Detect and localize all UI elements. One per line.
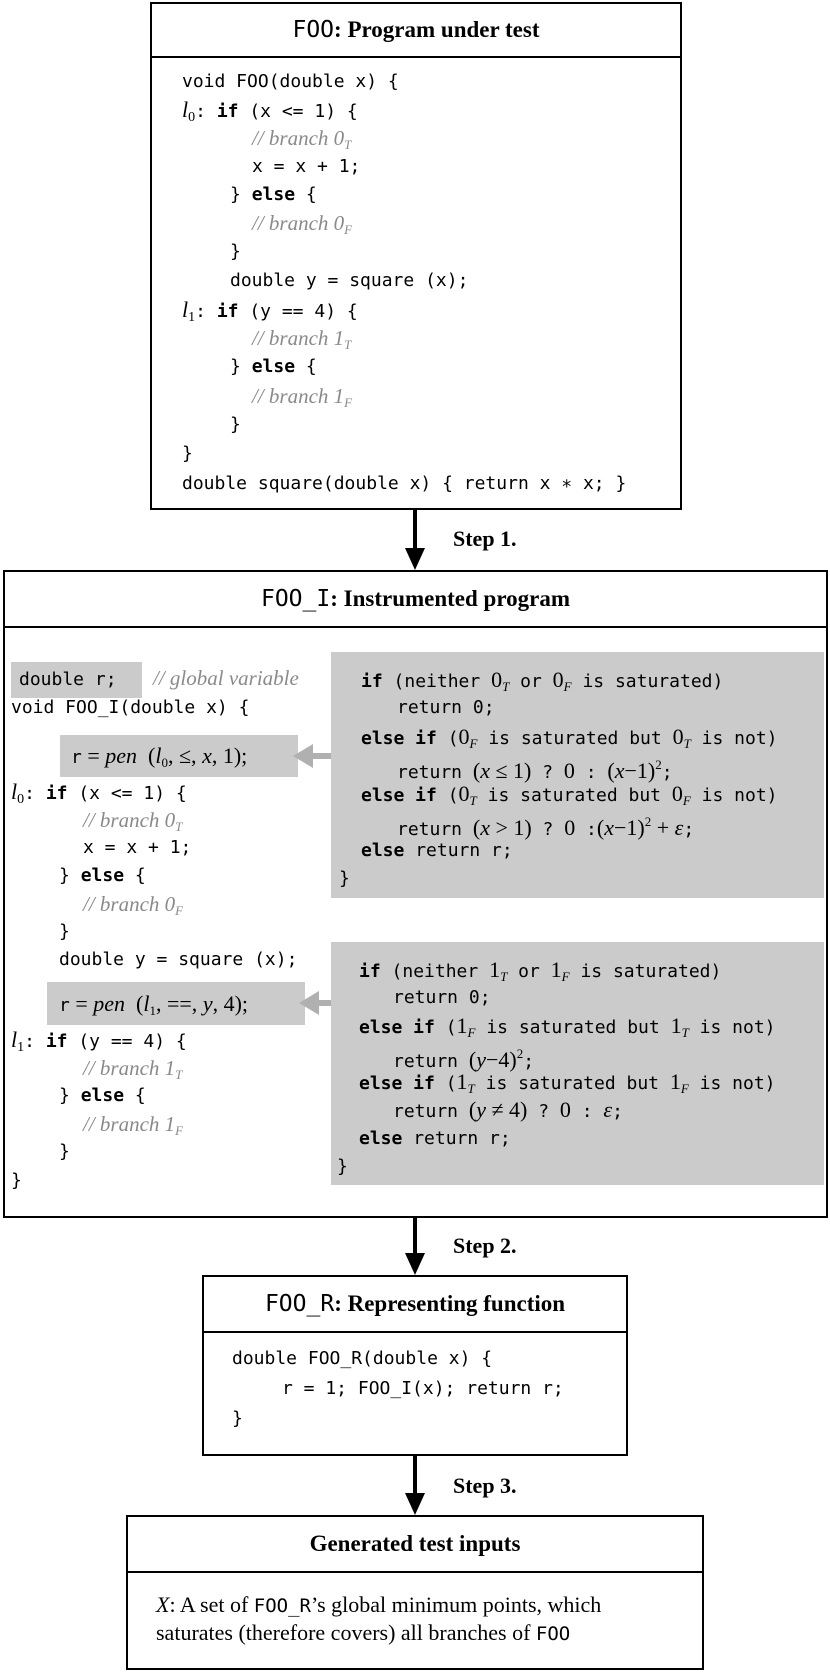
box4-title-text: Generated test inputs [309,1531,521,1556]
pen0-arrow-head [293,744,313,768]
step2-arrow-head [405,1253,425,1275]
generated-test-inputs-box: Generated test inputs X: A set of FOO_R’… [126,1515,704,1670]
pen1-line: else return r; [359,1128,511,1149]
step1-label: Step 1. [453,526,517,551]
comment-line: // branch 1T [83,1056,183,1082]
step3-label: Step 3. [453,1473,517,1498]
code-line: double y = square (x); [230,270,469,291]
pen1-body-panel [331,942,824,1185]
instrumented-program-box: FOO_I : Instrumented program double r; /… [3,570,828,1218]
comment-line: // branch 1F [252,384,353,410]
step3-arrow-head [405,1493,425,1515]
global-comment: // global variable [153,666,299,690]
pen1-line: else if (1F is saturated but 1T is not) [359,1013,776,1041]
comment-line: // branch 0F [83,892,184,918]
pen1-line: } [337,1156,348,1177]
code-line: } [11,1170,22,1191]
box1-title: FOO : Program under test [152,4,680,58]
box2-title: FOO_I : Instrumented program [5,572,826,628]
pen0-line: else if (0T is saturated but 0F is not) [361,781,778,809]
comment-line: // branch 0T [83,808,183,834]
pen0-call-bg [60,735,298,777]
code-line: x = x + 1; [252,156,361,177]
code-line: r = 1; FOO_I(x); return r; [282,1378,564,1399]
pen1-line: else if (1T is saturated but 1F is not) [359,1069,776,1097]
code-line: double FOO_R(double x) { [232,1348,493,1369]
box2-title-fn: FOO_I [260,586,331,612]
comment-line: // branch 0F [252,211,353,237]
pen1-line: return 0; [393,987,491,1008]
box1-title-text: : Program under test [334,17,540,42]
result-line-2: saturates (therefore covers) all branche… [156,1620,571,1645]
code-line: l1: if (y == 4) { [182,297,358,326]
pen1-call-bg [47,982,305,1025]
code-line: } [59,1141,70,1162]
code-line: } else { [59,1085,146,1106]
box1-title-fn: FOO [292,17,335,43]
step2-label: Step 2. [453,1233,517,1258]
code-line: double y = square (x); [59,949,298,970]
box3-title: FOO_R : Representing function [204,1277,626,1333]
pen0-line: else if (0F is saturated but 0T is not) [361,724,778,752]
program-under-test-box: FOO : Program under test void FOO(double… [150,2,682,510]
pen0-line: if (neither 0T or 0F is saturated) [361,667,724,695]
pen1-call: r = pen (l1, ==, y, 4); [59,991,249,1019]
pen1-arrow-head [299,991,319,1015]
box3-title-fn: FOO_R [264,1291,335,1317]
code-line: l0: if (x <= 1) { [11,779,187,808]
fn-header: void FOO_I(double x) { [11,697,250,718]
code-line: l1: if (y == 4) { [11,1027,187,1056]
comment-line: // branch 1F [83,1112,184,1138]
pen-arrows [293,744,331,1015]
code-line: void FOO(double x) { [182,71,399,92]
code-line: } else { [230,356,317,377]
global-decl-bg [11,662,142,698]
pen1-line: if (neither 1T or 1F is saturated) [359,957,722,985]
code-line: } [232,1408,243,1429]
global-decl: double r; [19,669,117,690]
pen0-call: r = pen (l0, ≤, x, 1); [71,743,248,771]
code-line: } else { [59,865,146,886]
box2-title-text: : Instrumented program [330,586,571,611]
comment-line: // branch 0T [252,126,352,152]
representing-function-box: FOO_R : Representing function double FOO… [202,1275,628,1456]
code-line: l0: if (x <= 1) { [182,97,358,126]
step1-arrow-head [405,548,425,570]
pen0-body-panel [331,652,824,898]
code-line: double square(double x) { return x ∗ x; … [182,473,627,494]
pen0-line: return 0; [397,697,495,718]
code-line: } [182,443,193,464]
code-line: } [230,414,241,435]
code-line: x = x + 1; [83,837,192,858]
pen1-line: return (y−4)2; [393,1046,535,1072]
result-line-1: X: A set of FOO_R’s global minimum point… [156,1592,602,1617]
pen0-line: return (x ≤ 1) ? 0 : (x−1)2; [397,757,673,783]
code-line: } else { [230,184,317,205]
box4-title: Generated test inputs [128,1517,702,1573]
pen0-line: else return r; [361,840,513,861]
pen0-line: return (x > 1) ? 0 :(x−1)2 + ε; [397,814,695,840]
pen1-line: return (y ≠ 4) ? 0 : ε; [393,1097,623,1123]
code-line: } [59,921,70,942]
comment-line: // branch 1T [252,326,352,352]
box3-title-text: : Representing function [334,1291,566,1316]
code-line: } [230,241,241,262]
pen0-line: } [339,868,350,889]
